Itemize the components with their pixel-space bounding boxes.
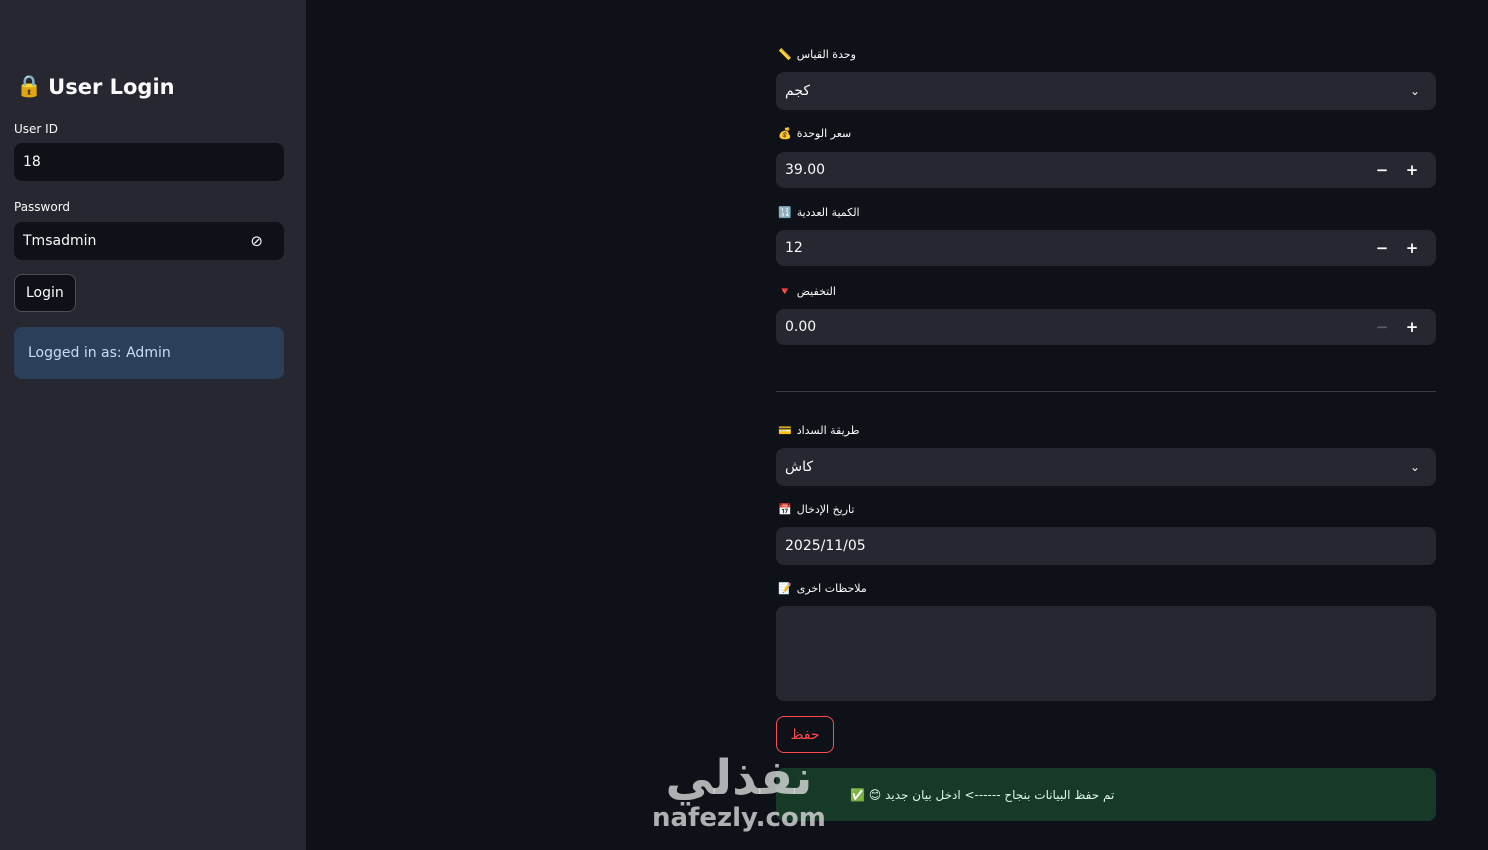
sidebar: 🔒User Login User ID 18 Password Tmsadmin… [0,0,306,850]
price-input[interactable]: 39.00 −+ [776,152,1436,188]
price-label-text: سعر الوحدة [796,127,852,140]
decrement-button[interactable]: − [1375,161,1389,179]
password-value: Tmsadmin [23,233,97,249]
divider [776,391,1436,392]
discount-input[interactable]: 0.00 −+ [776,309,1436,345]
memo-icon: 📝 [778,582,792,595]
qty-input[interactable]: 12 −+ [776,230,1436,266]
login-button[interactable]: Login [14,274,76,312]
user-id-label: User ID [14,122,58,136]
discount-value: 0.00 [785,319,817,335]
decrement-button[interactable]: − [1375,318,1389,336]
discount-label: 🔻 التخفيض [778,285,836,298]
qty-label-text: الكمية العددية [796,206,860,219]
calendar-icon: 📅 [778,503,792,516]
sidebar-title: 🔒User Login [16,74,175,99]
save-button[interactable]: حفظ [776,716,834,753]
unit-value: كجم [785,83,811,99]
eye-slash-icon[interactable]: ⊘ [250,232,263,250]
unit-select[interactable]: كجم ⌄ [776,72,1436,110]
password-label: Password [14,200,71,214]
lock-icon: 🔒 [16,74,43,98]
price-value: 39.00 [785,162,826,178]
date-value: 2025/11/05 [785,538,866,554]
payment-value: كاش [785,459,814,475]
date-label-text: تاريخ الإدخال [796,503,855,516]
unit-label: 📏 وحدة القياس [778,48,856,61]
increment-button[interactable]: + [1405,318,1419,336]
date-input[interactable]: 2025/11/05 [776,527,1436,565]
ruler-icon: 📏 [778,48,792,61]
qty-value: 12 [785,240,803,256]
payment-label: 💳 طريقة السداد [778,424,860,437]
money-bag-icon: 💰 [778,127,792,140]
price-label: 💰 سعر الوحدة [778,127,851,140]
payment-label-text: طريقة السداد [796,424,860,437]
sidebar-title-text: User Login [48,74,175,99]
qty-label: 🔢 الكمية العددية [778,206,860,219]
user-id-value: 18 [23,154,41,170]
decrement-button[interactable]: − [1375,239,1389,257]
date-label: 📅 تاريخ الإدخال [778,503,854,516]
user-id-input[interactable]: 18 [14,143,284,181]
payment-select[interactable]: كاش ⌄ [776,448,1436,486]
notes-textarea[interactable] [776,606,1436,701]
success-text: تم حفظ البيانات بنجاح ------> ادخل بيان … [850,787,1115,802]
unit-label-text: وحدة القياس [796,48,856,61]
credit-card-icon: 💳 [778,424,792,437]
notes-label: 📝 ملاحظات اخرى [778,582,867,595]
password-input[interactable]: Tmsadmin ⊘ [14,222,284,260]
numbers-icon: 🔢 [778,206,792,219]
increment-button[interactable]: + [1405,239,1419,257]
notes-label-text: ملاحظات اخرى [796,582,867,595]
increment-button[interactable]: + [1405,161,1419,179]
success-message: تم حفظ البيانات بنجاح ------> ادخل بيان … [776,768,1436,821]
discount-label-text: التخفيض [796,285,836,298]
red-triangle-icon: 🔻 [778,285,792,298]
chevron-down-icon: ⌄ [1409,460,1421,474]
chevron-down-icon: ⌄ [1409,84,1421,98]
login-status: Logged in as: Admin [14,327,284,379]
